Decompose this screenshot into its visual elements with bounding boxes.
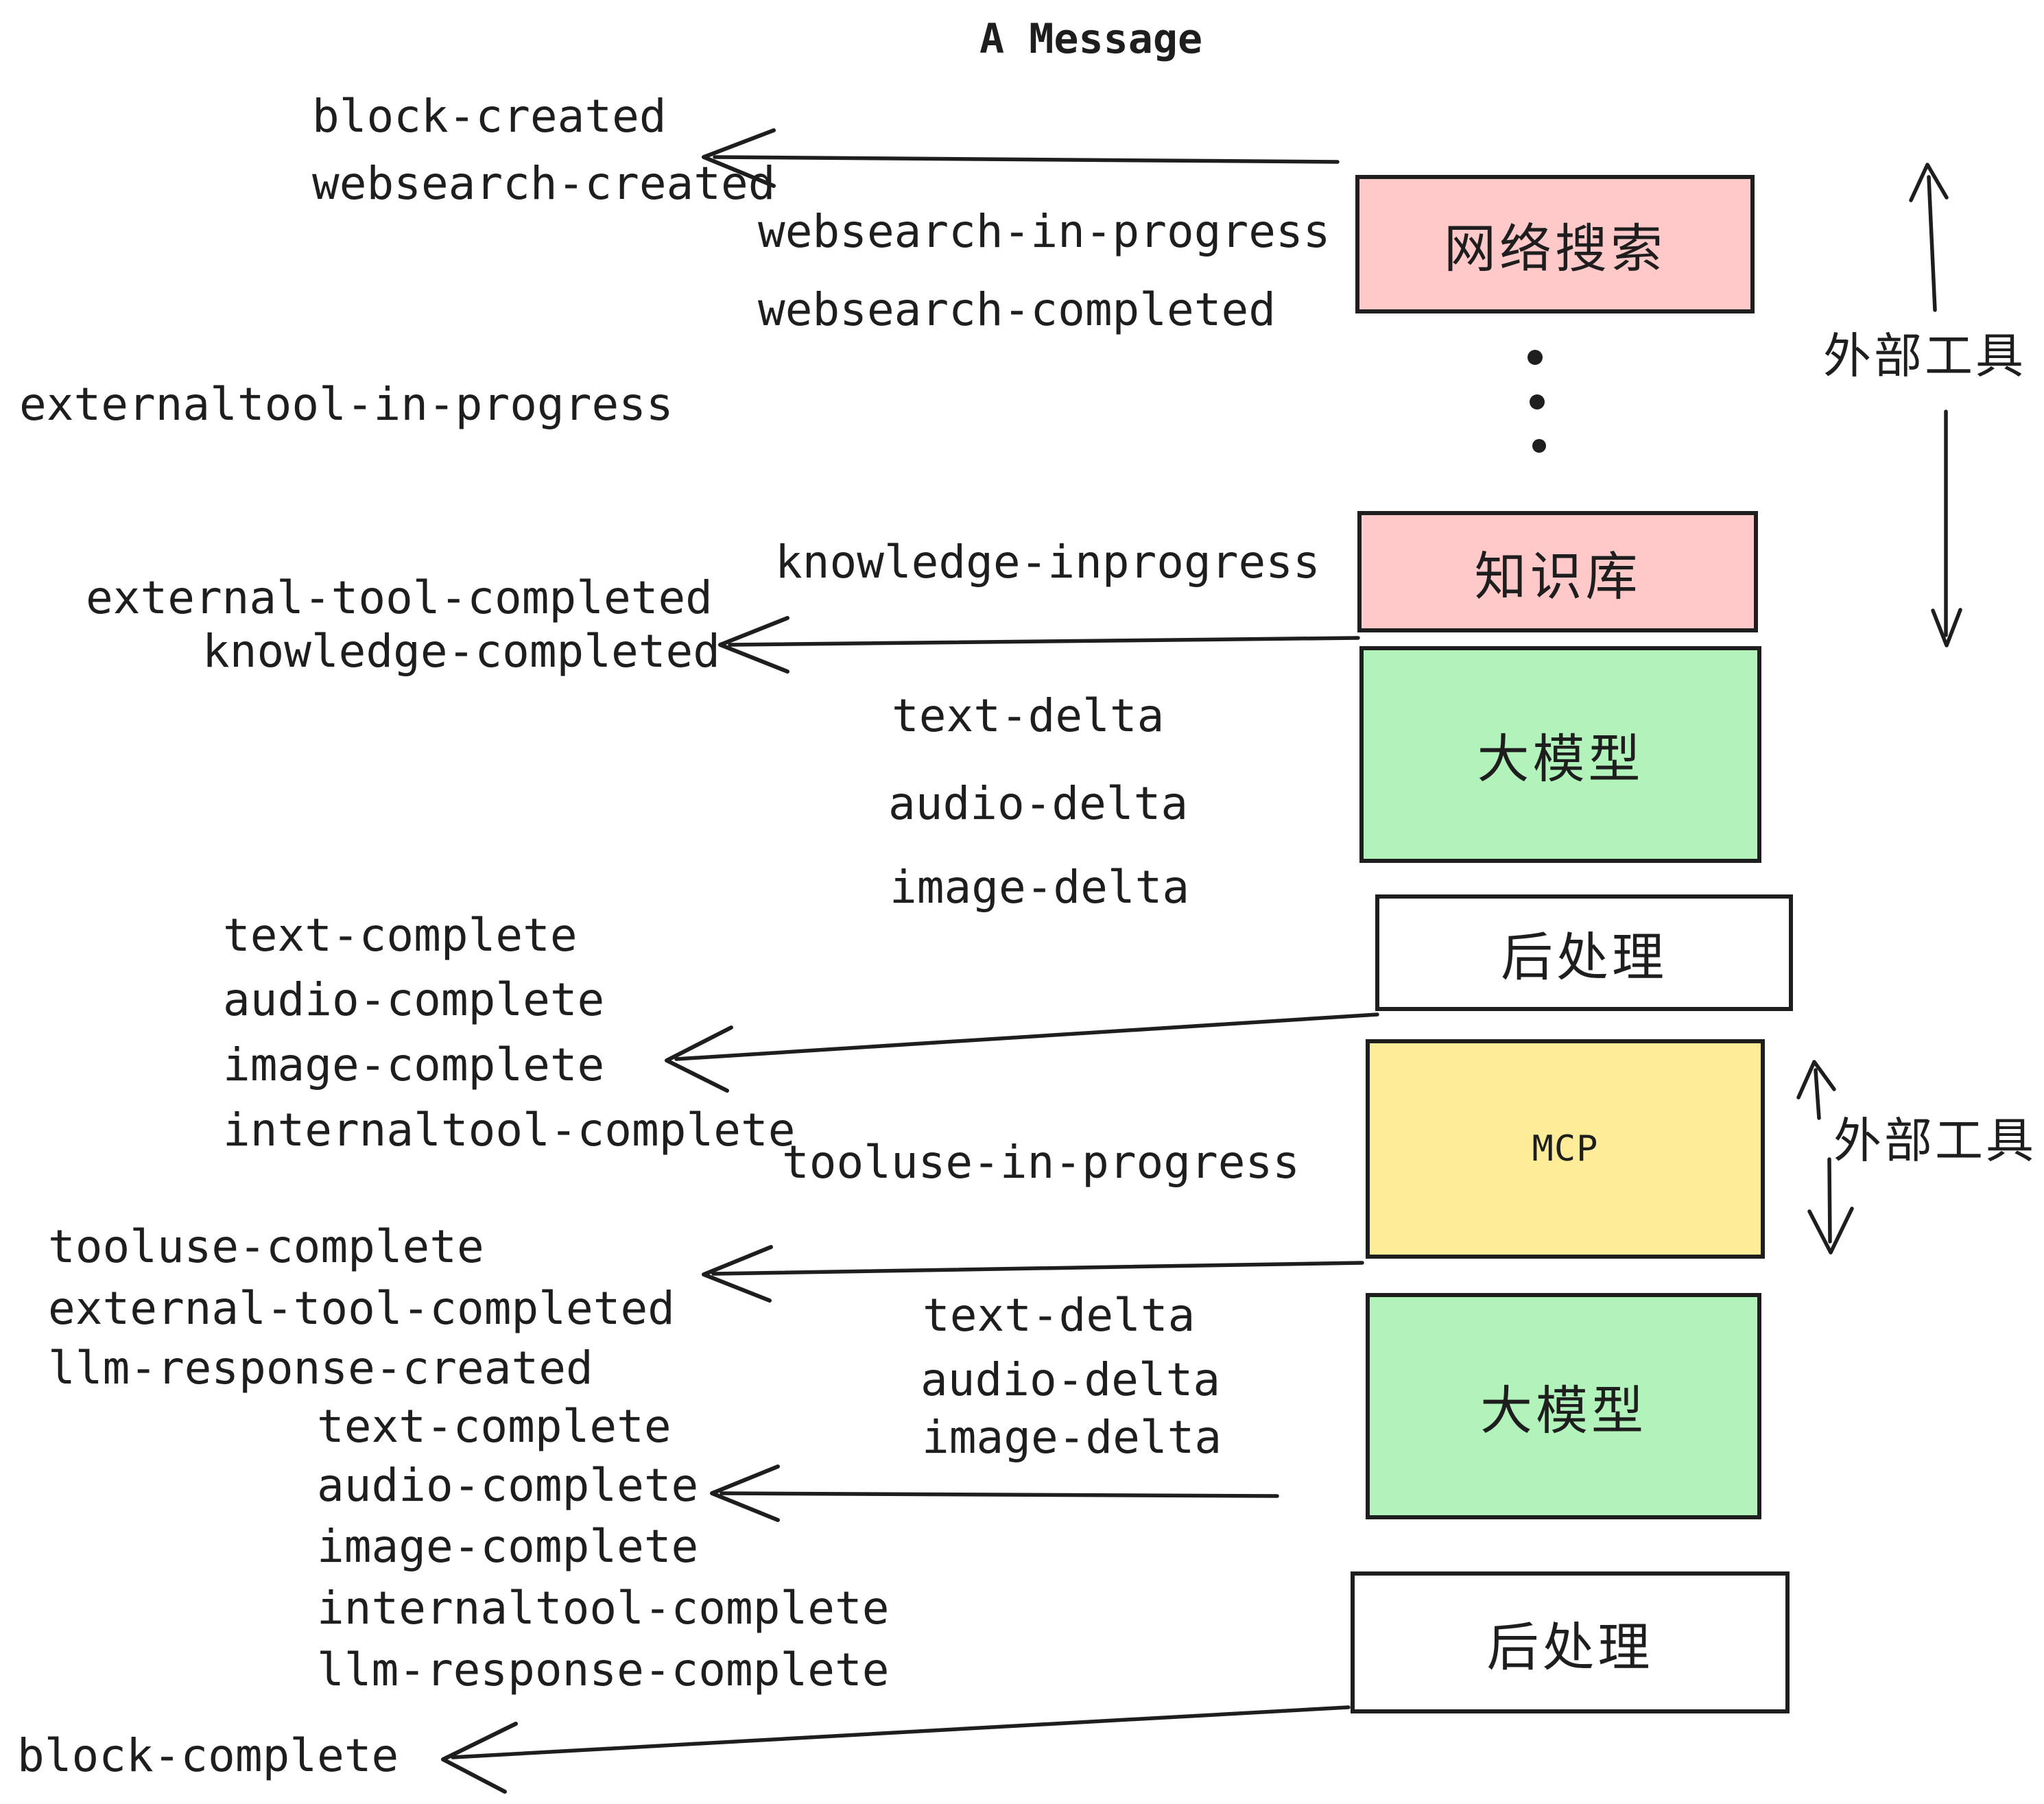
event-block-complete: block-complete [17,1729,399,1782]
arrow-to-tooluse-complete [702,1245,1364,1303]
arrow-to-block-complete [441,1705,1351,1794]
event-audio-complete-1: audio-complete [223,973,605,1026]
box-knowledge: 知识库 [1357,511,1758,632]
event-image-complete-1: image-complete [223,1039,605,1091]
box-llm-1: 大模型 [1359,646,1761,863]
arrow-to-image-complete [665,1012,1379,1093]
box-postprocess-2-label: 后处理 [1486,1618,1654,1677]
event-knowledge-inprogress: knowledge-inprogress [775,536,1320,589]
event-knowledge-completed: knowledge-completed [202,625,720,678]
arrow-to-block-created [702,128,1340,188]
page-title: A Message [979,15,1203,63]
event-audio-complete-2: audio-complete [317,1459,699,1512]
external-tools-label-top: 外部工具 [1823,329,2026,383]
external-tools-label-mcp: 外部工具 [1833,1114,2036,1167]
event-image-delta-2: image-delta [922,1411,1222,1464]
event-llm-response-complete: llm-response-complete [317,1643,890,1696]
mcp-external-tools-arrow-down-icon [1807,1157,1854,1255]
event-external-tool-completed-2: external-tool-completed [48,1282,675,1335]
box-postprocess-1-label: 后处理 [1501,929,1667,987]
event-text-complete-1: text-complete [223,909,578,962]
box-llm-2-label: 大模型 [1480,1382,1647,1440]
mcp-external-tools-arrow-up-icon [1796,1060,1836,1120]
event-websearch-created: websearch-created [312,157,776,210]
event-external-tool-completed-1: external-tool-completed [86,571,713,624]
vertical-ellipsis-icon [1528,350,1546,453]
event-websearch-completed: websearch-completed [758,283,1276,336]
event-llm-response-created: llm-response-created [48,1342,593,1394]
box-llm-2: 大模型 [1366,1293,1761,1519]
event-text-delta-1: text-delta [892,689,1165,742]
event-audio-delta-1: audio-delta [888,777,1189,830]
box-mcp: MCP [1366,1039,1765,1259]
event-audio-delta-2: audio-delta [920,1353,1221,1406]
box-knowledge-label: 知识库 [1474,547,1641,606]
box-mcp-label: MCP [1532,1128,1599,1170]
arrow-to-knowledge-completed [718,616,1360,674]
external-tools-range-arrow-up-icon [1909,163,1949,312]
event-block-created: block-created [312,90,667,143]
box-postprocess-1: 后处理 [1375,894,1793,1011]
box-postprocess-2: 后处理 [1351,1571,1790,1713]
event-image-complete-2: image-complete [317,1520,699,1573]
event-externaltool-in-progress: externaltool-in-progress [19,378,674,431]
external-tools-range-arrow-down-icon [1931,410,1962,648]
event-text-complete-2: text-complete [317,1400,672,1453]
box-llm-1-label: 大模型 [1477,731,1644,789]
box-websearch: 网络搜索 [1355,175,1755,313]
arrow-to-audio-complete [710,1464,1279,1522]
box-websearch-label: 网络搜索 [1444,220,1666,278]
event-internaltool-complete-1: internaltool-complete [223,1104,796,1156]
event-tooluse-in-progress: tooluse-in-progress [782,1136,1300,1189]
event-image-delta-1: image-delta [890,861,1190,914]
event-tooluse-complete: tooluse-complete [48,1220,484,1273]
event-internaltool-complete-2: internaltool-complete [317,1582,890,1635]
event-websearch-in-progress: websearch-in-progress [758,205,1331,258]
event-text-delta-2: text-delta [923,1289,1196,1342]
